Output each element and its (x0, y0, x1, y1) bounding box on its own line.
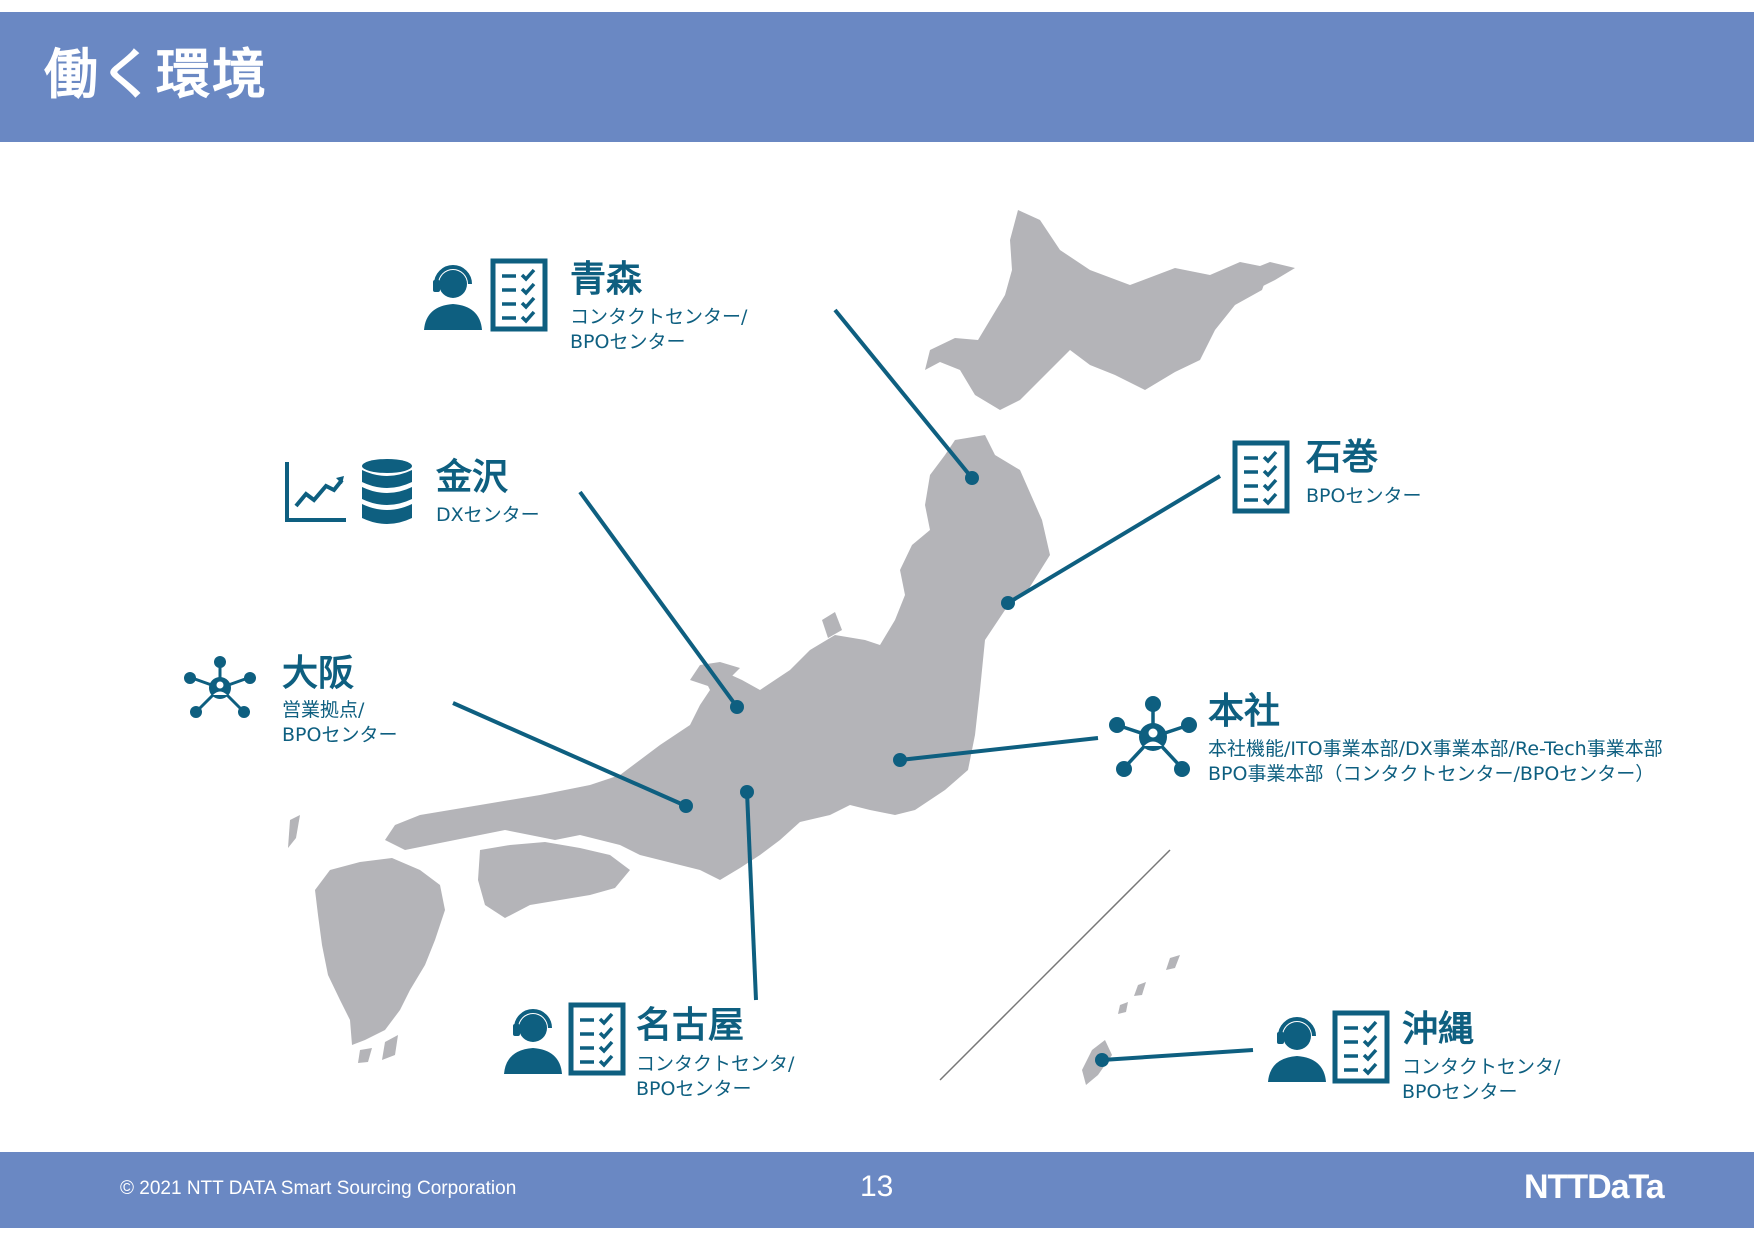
location-desc-ishinomaki: BPOセンター (1306, 485, 1422, 507)
checklist-icon (490, 258, 548, 332)
location-desc-kanazawa: DXセンター (436, 504, 540, 526)
japan-landmass (288, 210, 1295, 1085)
line-chart-icon (285, 462, 346, 522)
connector-okinawa (1101, 1048, 1254, 1062)
connector-osaka (452, 701, 687, 808)
location-desc-okinawa-2: BPOセンター (1402, 1081, 1518, 1103)
network-people-icon (184, 656, 256, 718)
page-title: 働く環境 (44, 43, 268, 106)
header-band (0, 12, 1754, 142)
location-desc-osaka-2: BPOセンター (282, 724, 398, 746)
operator-headset-icon (504, 1009, 562, 1074)
separator-line (939, 849, 1171, 1081)
page-number: 13 (860, 1170, 894, 1203)
location-desc-aomori-1: コンタクトセンター/ (570, 306, 748, 328)
location-desc-osaka-1: 営業拠点/ (282, 699, 365, 721)
location-name-honsha: 本社 (1208, 691, 1281, 732)
dot-nagoya (740, 785, 754, 799)
checklist-icon (1332, 1010, 1390, 1084)
location-desc-okinawa-1: コンタクトセンタ/ (1402, 1056, 1561, 1078)
connector-nagoya (745, 791, 758, 1001)
footer-band (0, 1152, 1754, 1228)
connector-kanazawa (578, 490, 739, 709)
dot-kanazawa (730, 700, 744, 714)
dot-osaka (679, 799, 693, 813)
location-desc-nagoya-1: コンタクトセンタ/ (636, 1053, 795, 1075)
checklist-icon (568, 1002, 626, 1076)
location-desc-aomori-2: BPOセンター (570, 331, 686, 353)
database-icon (362, 459, 412, 524)
location-name-ishinomaki: 石巻 (1306, 437, 1379, 478)
copyright-text: © 2021 NTT DATA Smart Sourcing Corporati… (120, 1178, 517, 1199)
location-name-nagoya: 名古屋 (636, 1005, 745, 1046)
connector-honsha (899, 736, 1099, 762)
dot-ishinomaki (1001, 596, 1015, 610)
operator-headset-icon (424, 265, 482, 330)
ntt-data-logo: NTTDaTa (1524, 1168, 1665, 1206)
dot-okinawa (1095, 1053, 1109, 1067)
location-name-osaka: 大阪 (282, 653, 355, 694)
location-name-aomori: 青森 (570, 259, 643, 300)
connector-ishinomaki (1006, 474, 1222, 605)
location-dots (679, 471, 1109, 1067)
operator-headset-icon (1268, 1017, 1326, 1082)
checklist-icon (1232, 440, 1290, 514)
location-name-okinawa: 沖縄 (1402, 1009, 1475, 1050)
location-name-kanazawa: 金沢 (436, 457, 509, 498)
dot-aomori (965, 471, 979, 485)
connector-aomori (833, 308, 974, 480)
location-desc-nagoya-2: BPOセンター (636, 1078, 752, 1100)
dot-honsha (893, 753, 907, 767)
connector-lines (452, 308, 1254, 1062)
network-people-icon (1109, 696, 1197, 777)
location-desc-honsha-1: 本社機能/ITO事業本部/DX事業本部/Re-Tech事業本部 (1208, 738, 1663, 760)
location-desc-honsha-2: BPO事業本部（コンタクトセンター/BPOセンター） (1208, 763, 1655, 785)
